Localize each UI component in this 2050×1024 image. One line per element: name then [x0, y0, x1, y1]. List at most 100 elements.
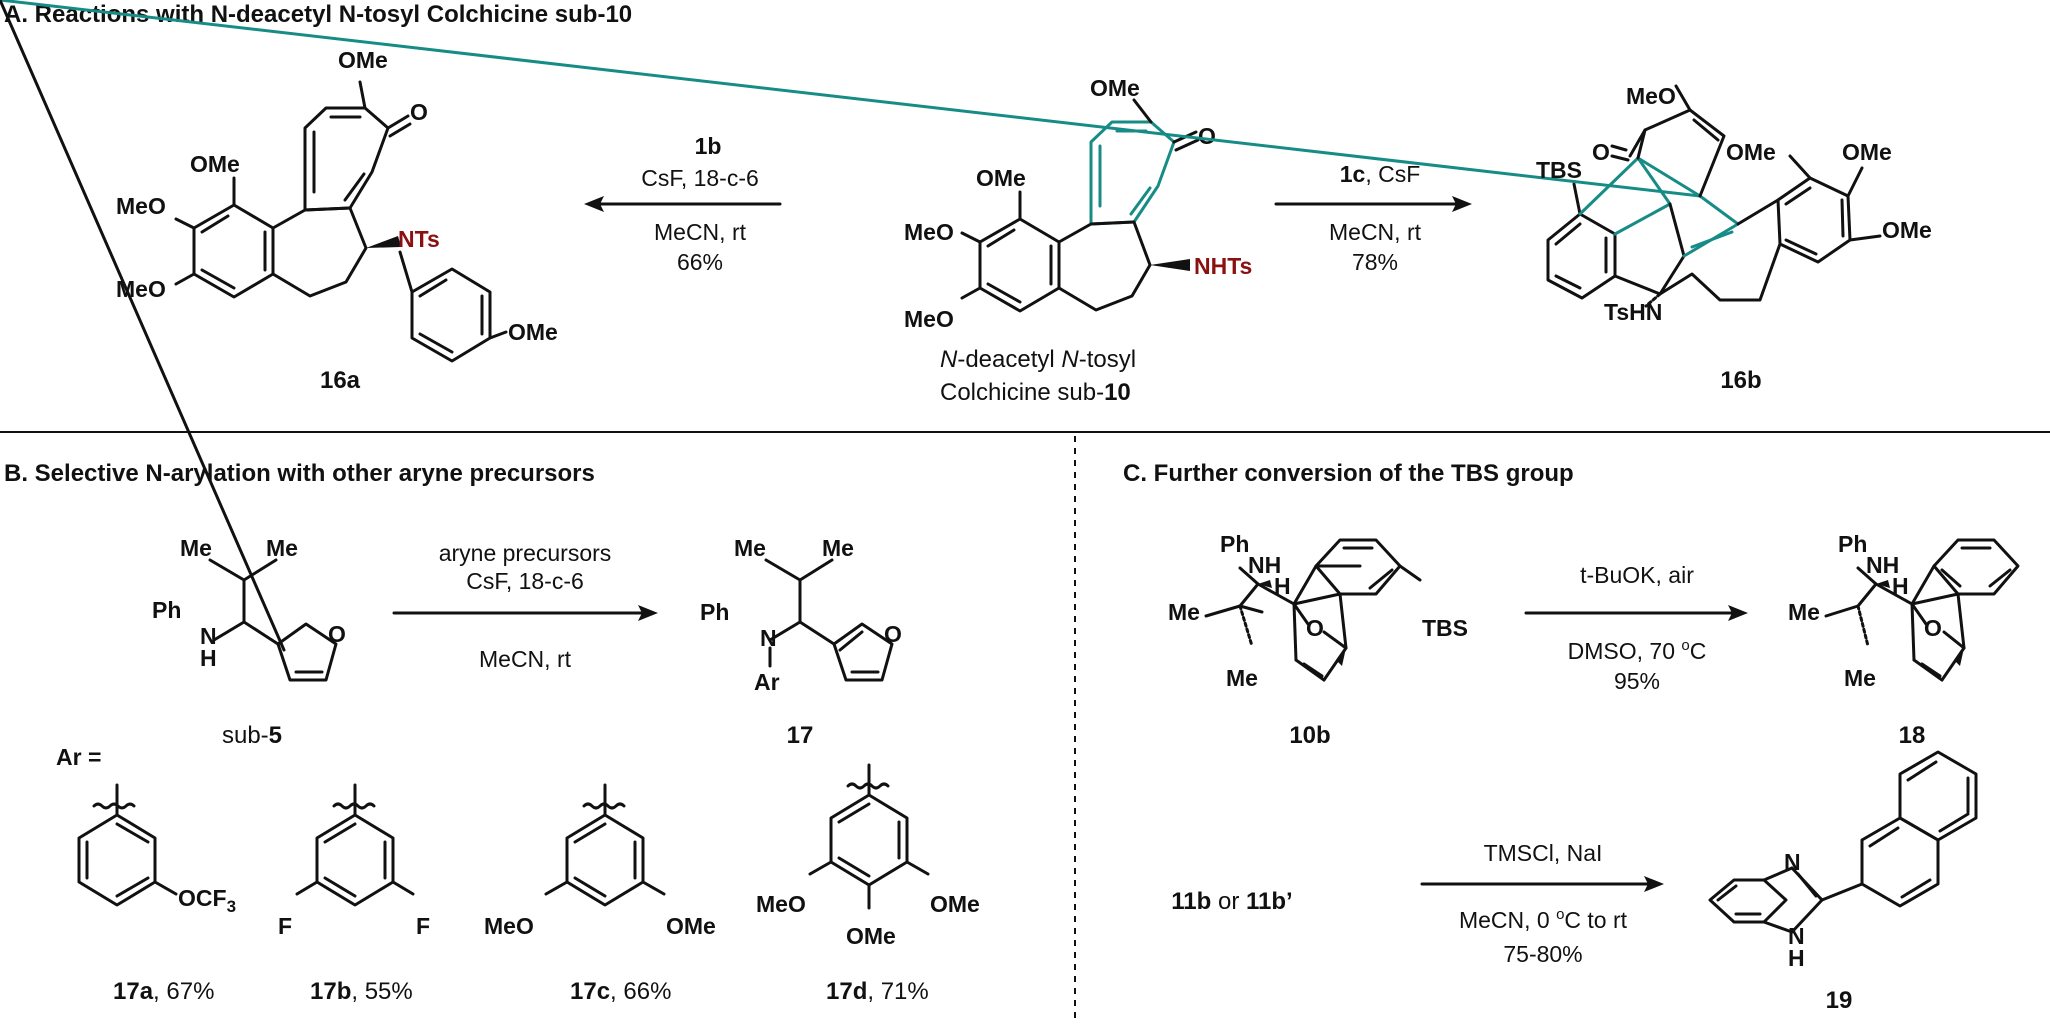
label-17d-num: 17d: [826, 978, 867, 1005]
atom-10b-ph: Ph: [1220, 531, 1249, 557]
sub10-caption-line1: N-deacetyl N-tosyl: [940, 346, 1136, 373]
arrow-right-head: [1452, 196, 1472, 212]
label-17a: 17a, 67%: [113, 978, 214, 1005]
arrow-c1-head: [1728, 605, 1748, 621]
caption-italic-n1: N: [940, 346, 958, 373]
arrow-left-cond1: CsF, 18-c-6: [641, 165, 759, 191]
atom-sub5-ph: Ph: [152, 597, 181, 623]
atom-19-n: N: [1784, 849, 1801, 875]
label-11b-or-11bprime: 11b or 11b’: [1171, 888, 1292, 915]
label-16b: 16b: [1720, 367, 1761, 394]
caption-sub-number: 10: [1104, 379, 1131, 406]
atom-16b-ome1: OMe: [1726, 139, 1776, 165]
arrow-c2-mecn: MeCN, 0: [1459, 907, 1556, 933]
section-a-title: A. Reactions with N-deacetyl N-tosyl Col…: [4, 1, 632, 28]
caption-deacetyl: -deacetyl: [957, 346, 1061, 373]
arrow-right-csf: , CsF: [1365, 161, 1420, 187]
label-sub5-text: sub-: [222, 722, 269, 749]
atom-16b-ome2: OMe: [1842, 139, 1892, 165]
atom-ome-a1: OMe: [976, 165, 1026, 191]
atom-17a-ocf: OCF3: [178, 885, 236, 916]
structure-17d-aryl: [808, 763, 930, 910]
structure-17b-aryl: [295, 783, 415, 907]
atom-10b-tbs: TBS: [1422, 615, 1468, 641]
atom-17c-ome: OMe: [666, 913, 716, 939]
structure-sub-10: [960, 98, 1200, 313]
arrow-c2-head: [1644, 876, 1664, 892]
arrow-c2-cond2: MeCN, 0 oC to rt: [1459, 906, 1628, 933]
structure-16b: [0, 0, 1882, 308]
atom-16a-meo2: MeO: [116, 276, 166, 302]
arrow-c2-yield: 75-80%: [1503, 941, 1582, 967]
atom-16a-nts: NTs: [398, 226, 440, 252]
label-or: or: [1211, 888, 1246, 915]
structure-18: [1824, 538, 2020, 682]
arrow-left-cond2: MeCN, rt: [654, 219, 747, 245]
atom-16a-meo1: MeO: [116, 193, 166, 219]
arrow-left-yield: 66%: [677, 249, 723, 275]
structure-19: [1708, 750, 1978, 934]
structure-17: [764, 558, 894, 682]
atom-10b-o: O: [1306, 615, 1324, 641]
atom-18-h: H: [1892, 573, 1909, 599]
atom-sub5-o: O: [328, 621, 346, 647]
atom-17d-ome-bottom: OMe: [846, 923, 896, 949]
atom-sub5-me1: Me: [180, 535, 212, 561]
structure-sub-5: [0, 0, 338, 682]
atom-10b-h: H: [1274, 573, 1291, 599]
atom-16a-ome-ring: OMe: [508, 319, 558, 345]
atom-ome-top: OMe: [1090, 75, 1140, 101]
atom-17a-ocf-text: OCF: [178, 885, 227, 911]
label-17c-num: 17c: [570, 978, 610, 1005]
label-17b: 17b, 55%: [310, 978, 413, 1005]
label-10b: 10b: [1289, 722, 1330, 749]
atom-meo-a3: MeO: [904, 306, 954, 332]
arrow-left-head: [584, 196, 604, 212]
atom-meo-a2: MeO: [904, 219, 954, 245]
label-11bprime: 11b’: [1246, 888, 1293, 915]
atom-sub5-h: H: [200, 645, 217, 671]
atom-o-carbonyl: O: [1198, 123, 1216, 149]
atom-10b-me1: Me: [1168, 599, 1200, 625]
label-17b-num: 17b: [310, 978, 351, 1005]
atom-17d-meo: MeO: [756, 891, 806, 917]
arrow-right-cond1: 1c, CsF: [1340, 161, 1421, 187]
atom-18-me1: Me: [1788, 599, 1820, 625]
label-17a-yield: , 67%: [153, 978, 214, 1005]
arrow-b-cond1: aryne precursors: [439, 540, 612, 566]
atom-17-me2: Me: [822, 535, 854, 561]
label-11b: 11b: [1171, 888, 1211, 915]
atom-16b-tshn: TsHN: [1604, 299, 1662, 325]
atom-16b-o: O: [1592, 139, 1610, 165]
arrow-c1-yield: 95%: [1614, 668, 1660, 694]
label-17c: 17c, 66%: [570, 978, 671, 1005]
atom-17-me1: Me: [734, 535, 766, 561]
structure-17a-aryl: [77, 783, 178, 907]
atom-19-nh: N: [1788, 923, 1805, 949]
atom-18-me2: Me: [1844, 665, 1876, 691]
arrow-right-yield: 78%: [1352, 249, 1398, 275]
label-17c-yield: , 66%: [610, 978, 671, 1005]
atom-16b-ome3: OMe: [1882, 217, 1932, 243]
atom-17-n: N: [760, 625, 777, 651]
label-16a: 16a: [320, 367, 361, 394]
atom-17-ph: Ph: [700, 599, 729, 625]
arrow-right-reagent: 1c: [1340, 161, 1366, 187]
atom-17-o: O: [884, 621, 902, 647]
atom-17a-ocf-sub: 3: [227, 897, 236, 916]
label-17b-yield: , 55%: [351, 978, 412, 1005]
arrow-right-cond2: MeCN, rt: [1329, 219, 1422, 245]
structure-16a: [174, 80, 508, 363]
atom-16a-ome-top: OMe: [338, 47, 388, 73]
atom-sub5-n: N: [200, 623, 217, 649]
ar-equals: Ar =: [56, 744, 101, 770]
atom-18-nh: NH: [1866, 552, 1899, 578]
label-19: 19: [1826, 987, 1853, 1014]
caption-colchicine: Colchicine sub-: [940, 379, 1104, 406]
arrow-b-cond3: MeCN, rt: [479, 646, 572, 672]
section-b-title: B. Selective N-arylation with other aryn…: [4, 460, 595, 487]
atom-sub5-me2: Me: [266, 535, 298, 561]
structure-17c-aryl: [544, 783, 666, 907]
label-sub5-number: 5: [269, 722, 282, 749]
